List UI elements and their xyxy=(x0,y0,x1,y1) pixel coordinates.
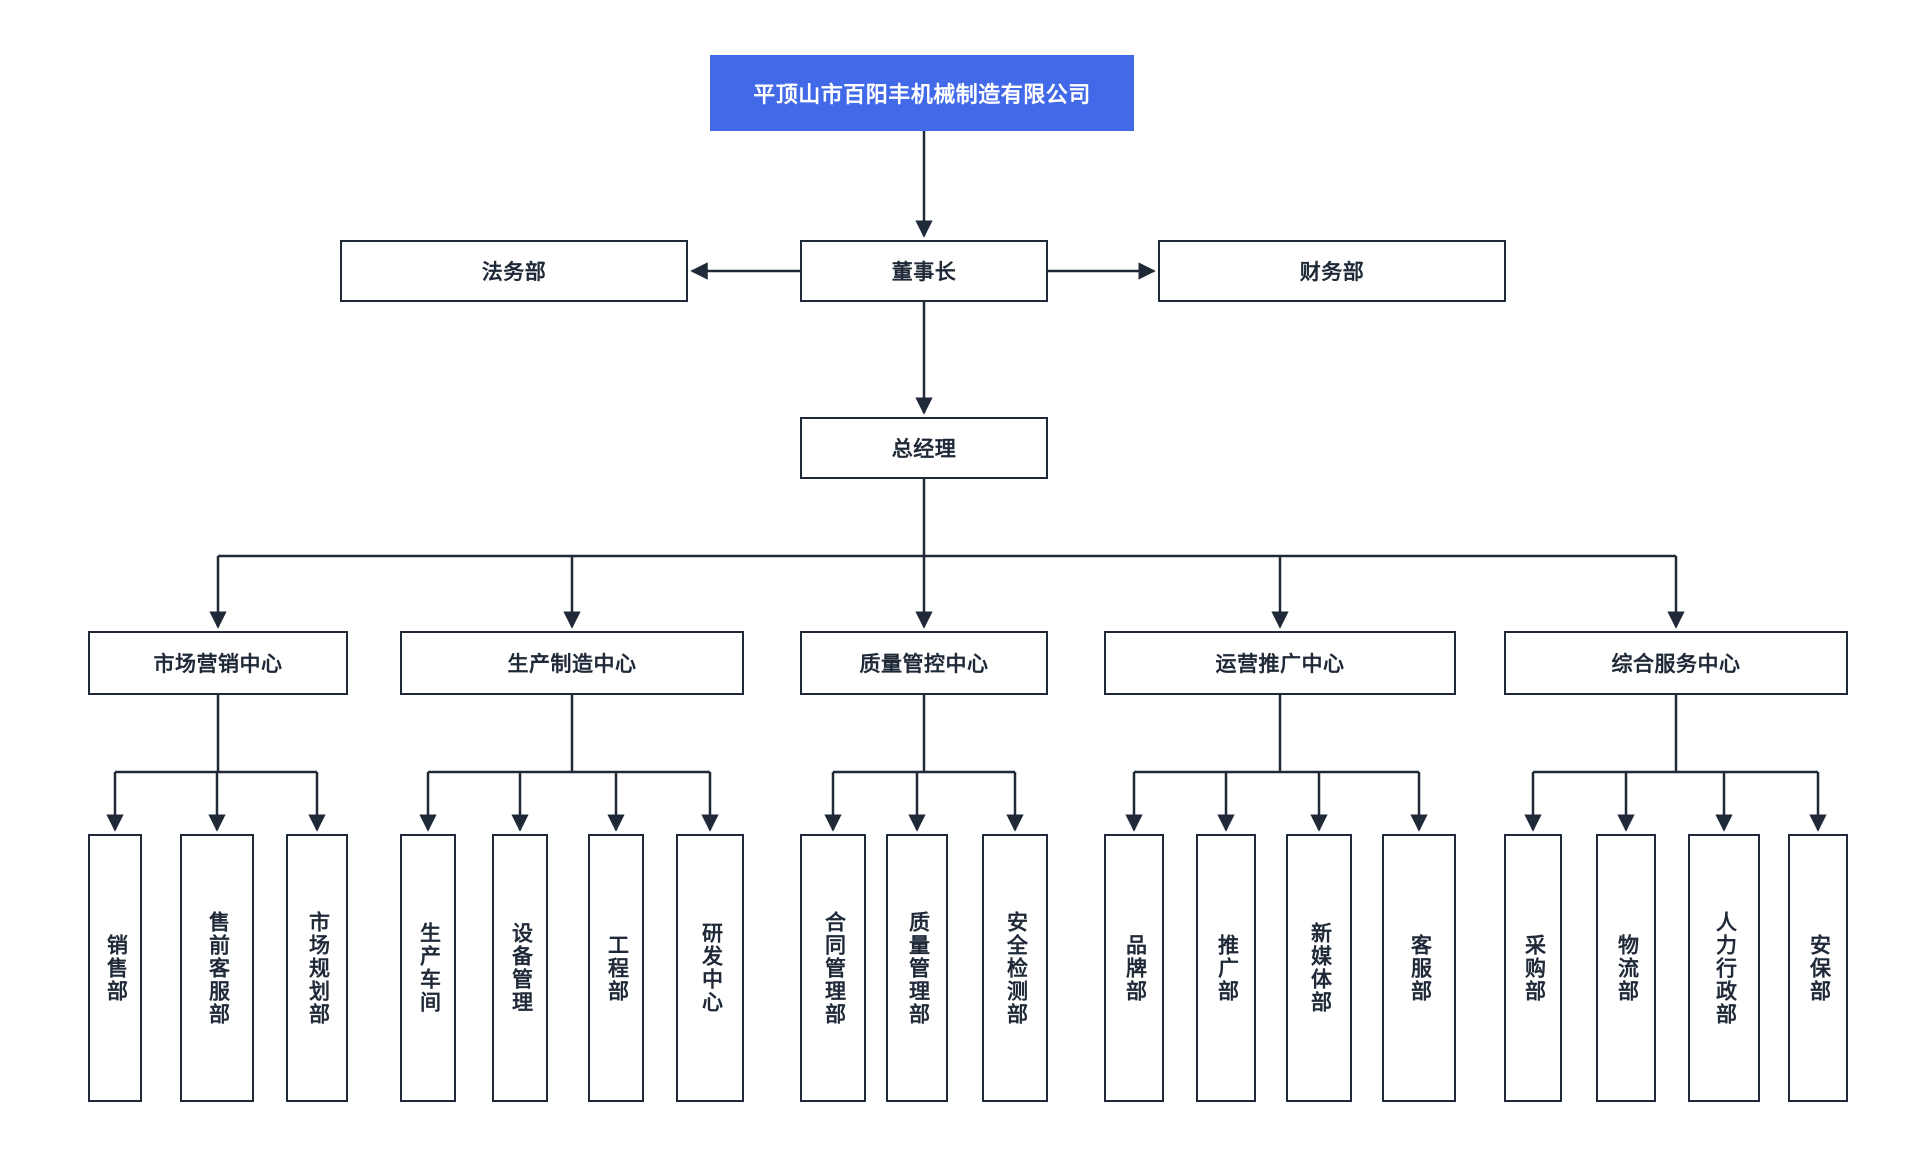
department-node-2-0-label: 合同管理部 xyxy=(822,910,846,1026)
department-node-0-1-label: 售前客服部 xyxy=(206,910,230,1026)
department-node-2-0[interactable]: 合同管理部 xyxy=(800,834,866,1102)
center-node-2[interactable]: 质量管控中心 xyxy=(800,631,1048,695)
department-node-0-2[interactable]: 市场规划部 xyxy=(286,834,348,1102)
department-node-4-1[interactable]: 物流部 xyxy=(1596,834,1656,1102)
department-node-2-1[interactable]: 质量管理部 xyxy=(886,834,948,1102)
department-node-4-3[interactable]: 安保部 xyxy=(1788,834,1848,1102)
department-node-3-3[interactable]: 客服部 xyxy=(1382,834,1456,1102)
department-node-3-0[interactable]: 品牌部 xyxy=(1104,834,1164,1102)
department-node-3-3-label: 客服部 xyxy=(1408,933,1432,1003)
department-node-1-1-label: 设备管理 xyxy=(509,922,533,1014)
department-node-1-2-label: 工程部 xyxy=(605,933,629,1003)
department-node-3-2[interactable]: 新媒体部 xyxy=(1286,834,1352,1102)
department-node-3-1-label: 推广部 xyxy=(1215,933,1239,1003)
department-node-0-0-label: 销售部 xyxy=(104,933,128,1003)
department-node-4-3-label: 安保部 xyxy=(1807,933,1831,1003)
center-node-4[interactable]: 综合服务中心 xyxy=(1504,631,1848,695)
department-node-3-0-label: 品牌部 xyxy=(1123,933,1147,1003)
department-node-2-1-label: 质量管理部 xyxy=(906,910,930,1026)
company-root-node[interactable]: 平顶山市百阳丰机械制造有限公司 xyxy=(710,55,1134,131)
department-node-0-1[interactable]: 售前客服部 xyxy=(180,834,254,1102)
legal-department-node[interactable]: 法务部 xyxy=(340,240,688,302)
department-node-3-2-label: 新媒体部 xyxy=(1308,922,1332,1014)
center-node-0[interactable]: 市场营销中心 xyxy=(88,631,348,695)
department-node-1-0[interactable]: 生产车间 xyxy=(400,834,456,1102)
department-node-3-1[interactable]: 推广部 xyxy=(1196,834,1256,1102)
department-node-4-2[interactable]: 人力行政部 xyxy=(1688,834,1760,1102)
department-node-0-2-label: 市场规划部 xyxy=(306,910,330,1026)
department-node-4-0-label: 采购部 xyxy=(1522,933,1546,1003)
department-node-1-3[interactable]: 研发中心 xyxy=(676,834,744,1102)
department-node-4-0[interactable]: 采购部 xyxy=(1504,834,1562,1102)
department-node-4-1-label: 物流部 xyxy=(1615,933,1639,1003)
finance-department-node[interactable]: 财务部 xyxy=(1158,240,1506,302)
center-node-1[interactable]: 生产制造中心 xyxy=(400,631,744,695)
department-node-1-1[interactable]: 设备管理 xyxy=(492,834,548,1102)
department-node-4-2-label: 人力行政部 xyxy=(1713,910,1737,1026)
center-node-3[interactable]: 运营推广中心 xyxy=(1104,631,1456,695)
department-node-2-2[interactable]: 安全检测部 xyxy=(982,834,1048,1102)
chairman-node[interactable]: 董事长 xyxy=(800,240,1048,302)
department-node-2-2-label: 安全检测部 xyxy=(1004,910,1028,1026)
department-node-1-3-label: 研发中心 xyxy=(699,922,723,1014)
department-node-1-2[interactable]: 工程部 xyxy=(588,834,644,1102)
general-manager-node[interactable]: 总经理 xyxy=(800,417,1048,479)
department-node-1-0-label: 生产车间 xyxy=(417,922,441,1014)
department-node-0-0[interactable]: 销售部 xyxy=(88,834,142,1102)
